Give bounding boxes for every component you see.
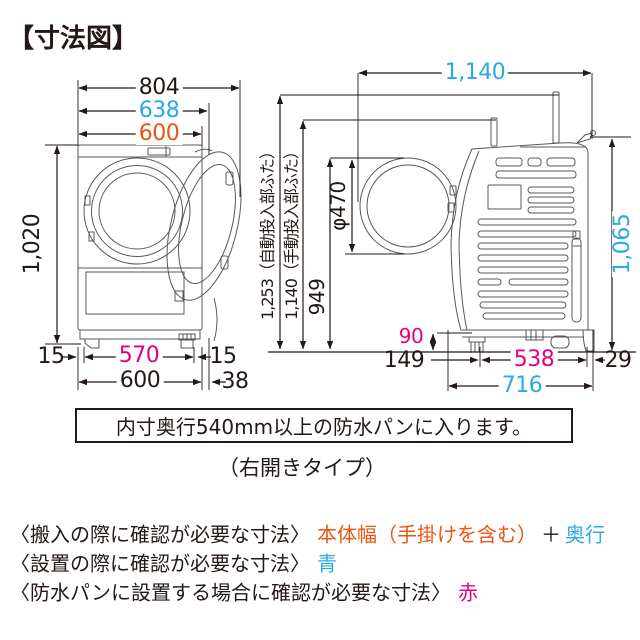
- note-carry-in-depth: 奥行: [565, 522, 605, 547]
- page-title: 【寸法図】: [8, 24, 139, 54]
- dim-rear-overhang: 29: [604, 348, 633, 373]
- front-base-feet: [79, 329, 201, 349]
- dim-body-height: 1,065: [610, 210, 635, 278]
- dim-overall-height: 1,020: [20, 213, 45, 275]
- note-waterproof-pan-value: 赤: [458, 580, 478, 605]
- dim-width-incl-hinge: 638: [135, 100, 183, 122]
- note-carry-in-width: 本体幅（手掛けを含む）: [317, 522, 537, 547]
- door-type-caption: （右開きタイプ）: [218, 456, 386, 480]
- rear-hose-holder: [571, 230, 582, 323]
- drum-door-front: [83, 157, 191, 265]
- detergent-drawer: [85, 271, 185, 315]
- front-view-drawing: [77, 130, 242, 349]
- note-waterproof-pan-label: 〈防水パンに設置する場合に確認が必要な寸法〉: [10, 580, 451, 605]
- dispenser-lids: [490, 91, 560, 147]
- side-base-feet: [462, 329, 595, 353]
- dim-left-foot-inset: 15: [37, 344, 66, 369]
- dim-depth-door-open: 1,140: [441, 62, 509, 84]
- dim-front-overhang: 149: [383, 348, 425, 373]
- dim-overall-width: 804: [135, 77, 183, 99]
- dim-feet-width: 570: [115, 345, 163, 367]
- dim-auto-lid-height: 1,253（自動投入部ふた）: [258, 144, 277, 320]
- waterproof-pan-notice-box: 内寸奥行540mm以上の防水パンに入ります。: [75, 408, 573, 443]
- open-door-side: [359, 157, 457, 255]
- side-view-drawing: [359, 91, 596, 353]
- dim-drain-height: 90: [398, 324, 424, 348]
- dim-body-depth: 716: [498, 375, 546, 397]
- note-carry-in: 〈搬入の際に確認が必要な寸法〉本体幅（手掛けを含む）＋奥行: [10, 519, 605, 548]
- notice-text: 内寸奥行540mm以上の防水パンに入ります。: [115, 415, 533, 439]
- dim-right-foot-inset: 15: [209, 344, 238, 369]
- note-install-value: 青: [317, 551, 337, 576]
- extension-lines: [45, 73, 636, 391]
- open-door-front: [166, 148, 242, 342]
- note-install: 〈設置の際に確認が必要な寸法〉青: [10, 548, 337, 577]
- dim-body-width-top: 600: [135, 123, 183, 145]
- note-carry-in-label: 〈搬入の際に確認が必要な寸法〉: [10, 522, 310, 547]
- note-waterproof-pan: 〈防水パンに設置する場合に確認が必要な寸法〉赤: [10, 577, 478, 606]
- dim-body-width-bottom: 600: [116, 370, 164, 392]
- dim-feet-depth: 538: [510, 349, 558, 371]
- dim-door-diameter: φ470: [326, 181, 350, 231]
- note-carry-in-plus: ＋: [541, 522, 561, 547]
- dim-hinge-protrusion: 38: [221, 369, 250, 394]
- dim-door-top-height: 949: [305, 278, 329, 316]
- note-install-label: 〈設置の際に確認が必要な寸法〉: [10, 551, 310, 576]
- rear-vent-slats: [477, 157, 577, 320]
- dim-manual-lid-height: 1,140（手動投入部ふた）: [282, 144, 301, 320]
